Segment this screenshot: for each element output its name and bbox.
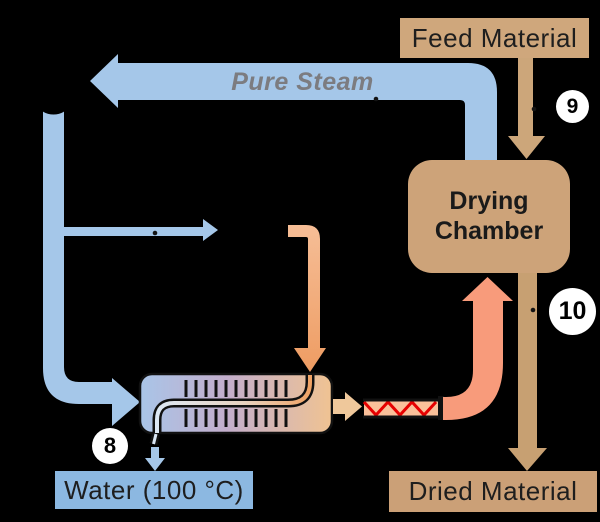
pure-steam-arrow (90, 54, 497, 161)
exchanger-outlet-arrow (333, 392, 362, 421)
water-outlet-box: Water (100 °C) (55, 471, 253, 509)
condensate-stub-core (152, 433, 158, 445)
feed-arrow (508, 57, 545, 159)
recycle-branch-arrow (64, 219, 218, 241)
dried-material-arrow (508, 273, 547, 471)
compressed-steam-pipe (288, 225, 326, 372)
condenser-tube-core (155, 375, 312, 433)
heat-exchanger-fins (184, 380, 288, 427)
condensate-arrow (145, 447, 165, 471)
feed-material-box: Feed Material (400, 18, 589, 58)
stream-badge-8: 8 (92, 428, 128, 464)
drying-chamber-label: Drying Chamber (434, 187, 544, 245)
pure-steam-label: Pure Steam (231, 67, 374, 96)
steam-recycle-pipe (43, 110, 140, 426)
water-outlet-label: Water (100 °C) (64, 474, 244, 505)
dried-material-label: Dried Material (408, 476, 578, 506)
dried-material-box: Dried Material (389, 471, 597, 512)
superheated-steam-arrow (443, 277, 513, 420)
feed-material-label: Feed Material (411, 22, 578, 53)
heater-separator (438, 396, 444, 420)
drying-chamber-box: Drying Chamber (408, 160, 570, 273)
heater-zigzag (362, 399, 438, 418)
stream-badge-10: 10 (549, 288, 596, 335)
leader-dots (152, 96, 537, 313)
pipe-top-notch (39, 97, 68, 115)
stream-badge-9: 9 (556, 90, 589, 123)
heater-element (364, 400, 438, 417)
